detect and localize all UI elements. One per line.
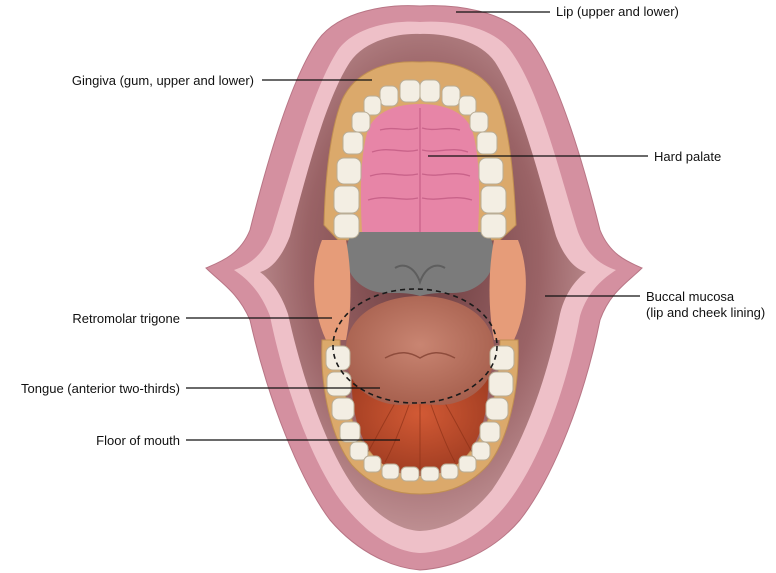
tongue-dashed-outline — [332, 288, 498, 404]
label-buccal-mucosa-sub: (lip and cheek lining) — [646, 305, 766, 320]
label-floor-of-mouth: Floor of mouth — [96, 433, 180, 448]
retromolar-right — [489, 240, 526, 340]
label-retromolar-trigone: Retromolar trigone — [72, 311, 180, 326]
label-gingiva: Gingiva (gum, upper and lower) — [71, 73, 254, 88]
soft-palate — [346, 232, 494, 296]
label-tongue: Tongue (anterior two-thirds) — [21, 381, 180, 396]
tongue-shape — [345, 296, 495, 405]
label-buccal-mucosa: Buccal mucosa — [646, 289, 735, 304]
retromolar-left — [314, 240, 351, 340]
label-lip: Lip (upper and lower) — [556, 4, 679, 19]
leader-lines — [186, 11, 648, 441]
label-hard-palate: Hard palate — [654, 149, 722, 164]
